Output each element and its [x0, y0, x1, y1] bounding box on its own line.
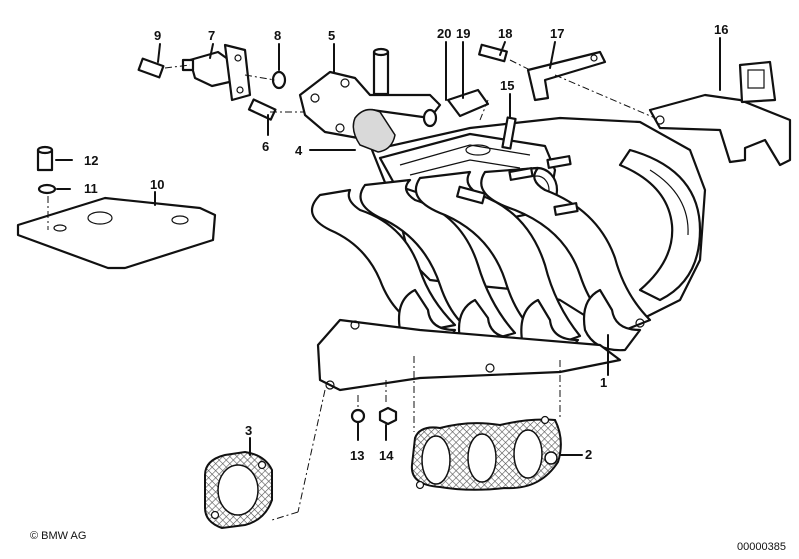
washer-part-8: [271, 70, 287, 90]
bracket-part-16: [648, 60, 792, 167]
callout-11: 11: [84, 181, 98, 196]
coolant-housing-part-5: [298, 47, 442, 140]
alignment-lines: [47, 59, 656, 521]
leader-lines: [55, 37, 721, 456]
bracket-part-17: [526, 50, 607, 102]
intake-manifold-part-1: [310, 116, 707, 392]
manifold-gasket-part-2: [410, 415, 562, 491]
callout-15: 15: [500, 78, 515, 93]
screw-part-12: [36, 145, 54, 172]
callout-3: 3: [245, 423, 253, 438]
idle-valve-part-7: [181, 43, 252, 102]
callout-20: 20: [437, 26, 452, 41]
callout-1: 1: [600, 375, 608, 390]
gasket-part-4: [352, 108, 396, 153]
screw-part-9: [137, 57, 165, 79]
callout-8: 8: [274, 28, 282, 43]
bolt-part-18: [478, 43, 508, 63]
callout-9: 9: [154, 28, 162, 43]
callout-5: 5: [328, 28, 336, 43]
callout-19: 19: [456, 26, 471, 41]
screw-part-6: [247, 98, 277, 121]
callout-4: 4: [295, 143, 303, 158]
seal-ring-part-20: [422, 108, 438, 128]
nut-part-13: [350, 408, 366, 424]
callout-16: 16: [714, 22, 729, 37]
callout-14: 14: [379, 448, 394, 463]
nut-part-14: [378, 406, 398, 426]
bracket-part-10: [16, 196, 217, 270]
callout-10: 10: [150, 177, 165, 192]
washer-part-11: [37, 183, 57, 195]
callout-6: 6: [262, 139, 270, 154]
callout-7: 7: [208, 28, 216, 43]
callout-18: 18: [498, 26, 513, 41]
callout-13: 13: [350, 448, 365, 463]
diagram-number: 00000385: [737, 541, 786, 553]
callout-12: 12: [84, 153, 99, 168]
stud-part-15: [501, 116, 517, 150]
callout-17: 17: [550, 26, 565, 41]
gasket-part-3: [204, 450, 273, 530]
callout-2: 2: [585, 447, 593, 462]
sleeve-part-19: [446, 88, 490, 118]
copyright-text: © BMW AG: [30, 530, 87, 542]
